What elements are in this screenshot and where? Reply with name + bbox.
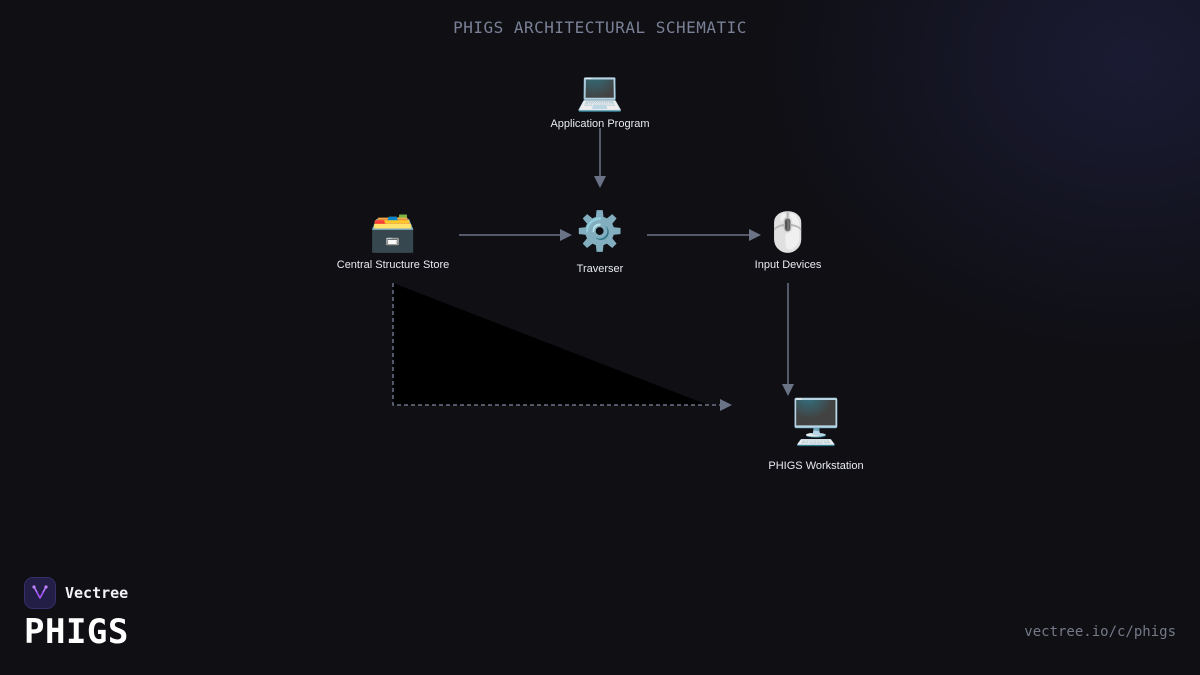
gear-icon: ⚙️ — [576, 211, 624, 253]
node-input-devices: 🖱️ Input Devices — [708, 211, 868, 271]
desktop-computer-icon: 🖥️ — [788, 398, 844, 447]
laptop-icon: 💻 — [576, 71, 624, 113]
node-central-structure-store: 🗃️ Central Structure Store — [313, 211, 473, 271]
brand-name: Vectree — [65, 584, 129, 602]
node-application-program: 💻 Application Program — [520, 70, 680, 130]
node-label: Traverser — [576, 263, 624, 275]
vectree-logo-icon — [24, 577, 56, 609]
node-label: Central Structure Store — [336, 259, 450, 271]
shadow-triangle — [393, 283, 708, 405]
node-label: PHIGS Workstation — [768, 460, 864, 472]
node-phigs-workstation: 🖥️ PHIGS Workstation — [736, 398, 896, 472]
diagram-title: PHIGS ARCHITECTURAL SCHEMATIC — [453, 18, 747, 37]
node-traverser: ⚙️ Traverser — [520, 210, 680, 275]
product-title: PHIGS — [24, 612, 129, 652]
mouse-icon: 🖱️ — [764, 212, 812, 254]
card-file-box-icon: 🗃️ — [369, 212, 417, 254]
brand: Vectree — [24, 577, 128, 609]
page-url: vectree.io/c/phigs — [1024, 624, 1176, 640]
node-label: Input Devices — [754, 259, 822, 271]
node-label: Application Program — [550, 118, 650, 130]
dashed-arrow-store-to-workstation — [392, 283, 732, 411]
